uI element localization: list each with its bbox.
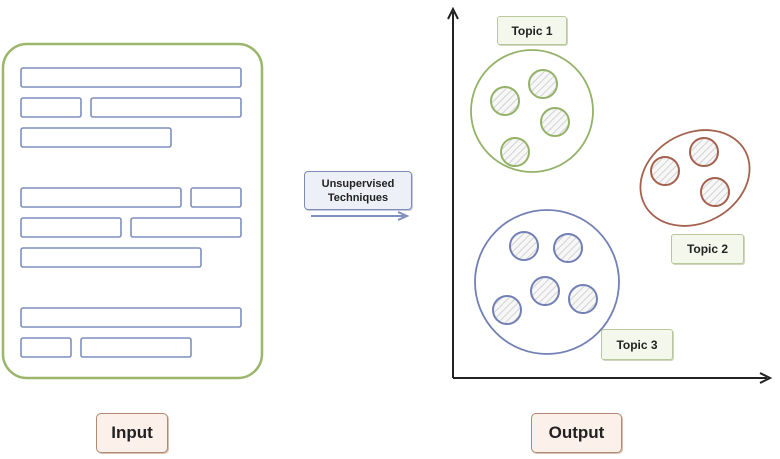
text-line [190, 187, 242, 208]
cluster-boundary [474, 209, 620, 355]
document-point [700, 177, 730, 207]
topic-3-label: Topic 3 [601, 329, 673, 360]
y-axis-arrowhead [447, 6, 459, 20]
document-point [530, 276, 560, 306]
document-point [509, 231, 539, 261]
document-point [492, 295, 522, 325]
text-line [20, 97, 82, 118]
topic-1-label: Topic 1 [497, 16, 567, 45]
document-point [568, 284, 598, 314]
arrow [311, 211, 410, 221]
text-line [20, 307, 242, 328]
text-lines [20, 67, 242, 358]
document-point [528, 69, 558, 99]
document-point [490, 86, 520, 116]
topic-3-cluster [474, 209, 620, 355]
cluster-boundary [470, 49, 594, 173]
technique-label-line-2: Techniques [327, 191, 389, 204]
text-line [20, 187, 182, 208]
document-point [650, 156, 680, 186]
document-outline [1, 42, 264, 380]
topic-1-cluster [470, 49, 594, 173]
text-line [20, 217, 122, 238]
x-axis-arrowhead [759, 372, 773, 384]
text-line [20, 337, 72, 358]
document-point [500, 137, 530, 167]
axes [447, 6, 773, 384]
topic-2-label: Topic 2 [671, 234, 744, 264]
technique-label: Unsupervised Techniques [304, 171, 412, 210]
text-line [90, 97, 242, 118]
output-label: Output [531, 413, 622, 453]
topic-2-cluster [639, 129, 751, 227]
text-line [20, 127, 172, 148]
technique-label-line-1: Unsupervised [321, 177, 395, 190]
document-point [553, 233, 583, 263]
input-document [1, 42, 264, 380]
text-line [80, 337, 192, 358]
text-line [20, 67, 242, 88]
input-label: Input [96, 413, 168, 453]
text-line [130, 217, 242, 238]
cluster-boundary [639, 129, 751, 227]
document-point [540, 107, 570, 137]
document-point [689, 137, 719, 167]
text-line [20, 247, 202, 268]
